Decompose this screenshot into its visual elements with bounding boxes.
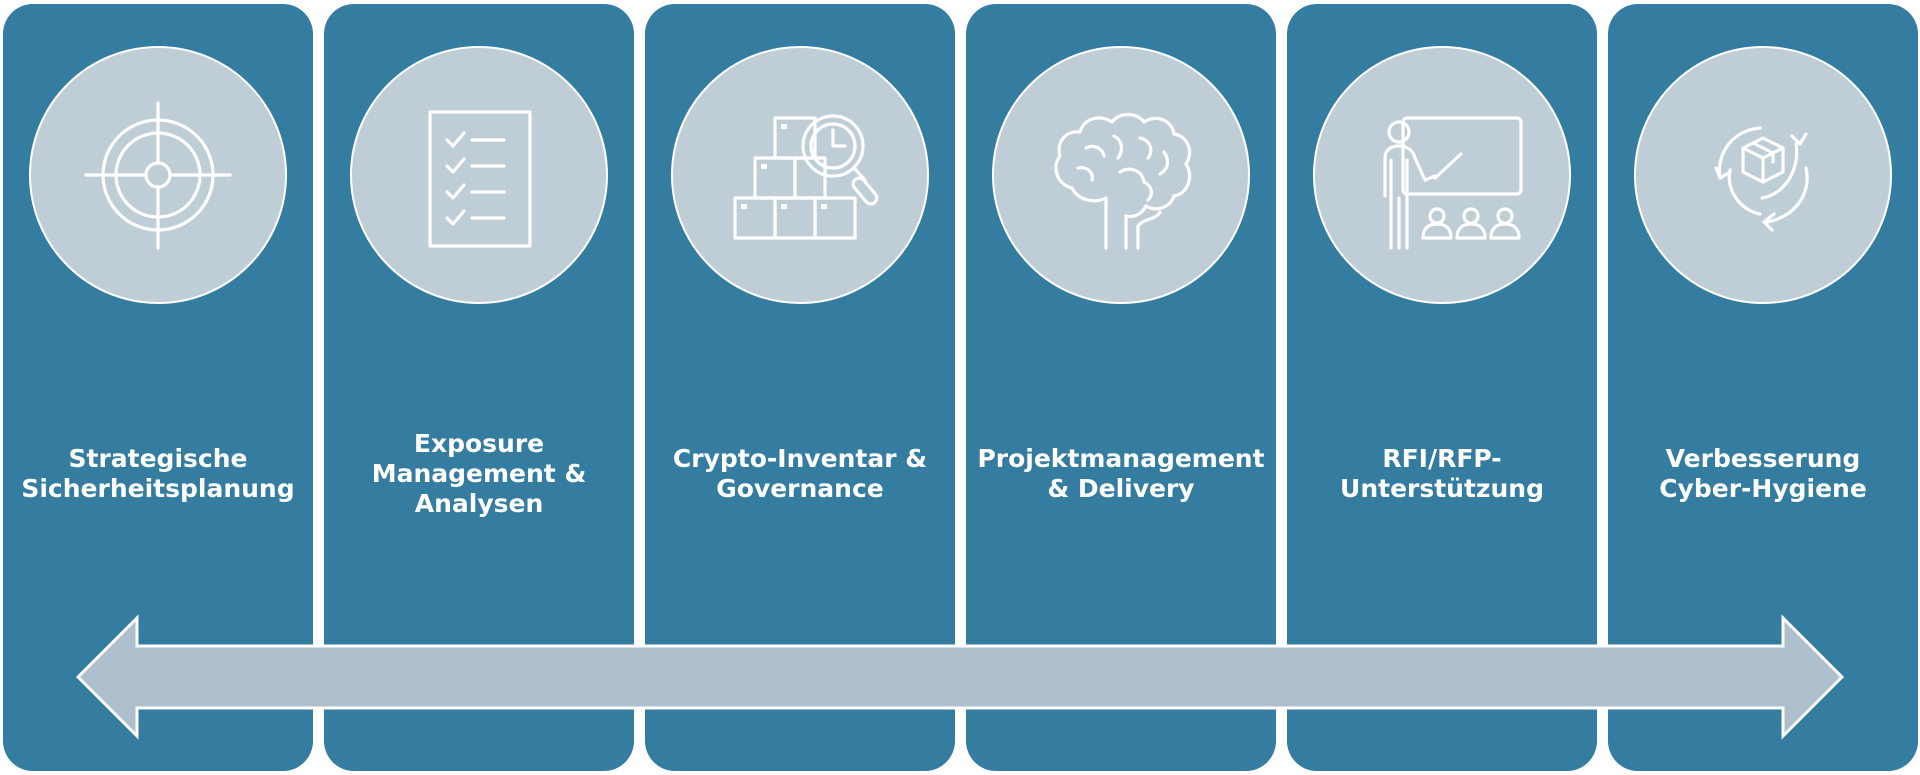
- circle-badge: [1634, 46, 1892, 304]
- column-label: Crypto-Inventar & Governance: [672, 444, 928, 503]
- column-label: RFI/RFP- Unterstützung: [1340, 444, 1544, 503]
- column-label: Projektmanagement & Delivery: [977, 444, 1265, 503]
- column-label: Strategische Sicherheitsplanung: [21, 444, 295, 503]
- column-strategische-sicherheitsplanung: Strategische Sicherheitsplanung: [3, 4, 313, 771]
- circle-badge: [1313, 46, 1571, 304]
- target-icon: [84, 101, 232, 250]
- column-crypto-inventar: Crypto-Inventar & Governance: [645, 4, 955, 771]
- checklist-icon: [428, 110, 532, 248]
- column-label: Exposure Management & Analysen: [371, 429, 587, 518]
- circle-badge: [29, 46, 287, 304]
- presentation-icon: [1383, 116, 1523, 250]
- circle-badge: [992, 46, 1250, 304]
- column-label: Verbesserung Cyber-Hygiene: [1659, 444, 1867, 503]
- column-cyber-hygiene: Verbesserung Cyber-Hygiene: [1608, 4, 1918, 771]
- column-projektmanagement: Projektmanagement & Delivery: [966, 4, 1276, 771]
- circle-badge: [671, 46, 929, 304]
- inventory-search-icon: [733, 114, 879, 240]
- cycle-box-icon: [1714, 126, 1809, 232]
- column-rfi-rfp: RFI/RFP- Unterstützung: [1287, 4, 1597, 771]
- circle-badge: [350, 46, 608, 304]
- brain-icon: [1054, 112, 1192, 250]
- column-exposure-management: Exposure Management & Analysen: [324, 4, 634, 771]
